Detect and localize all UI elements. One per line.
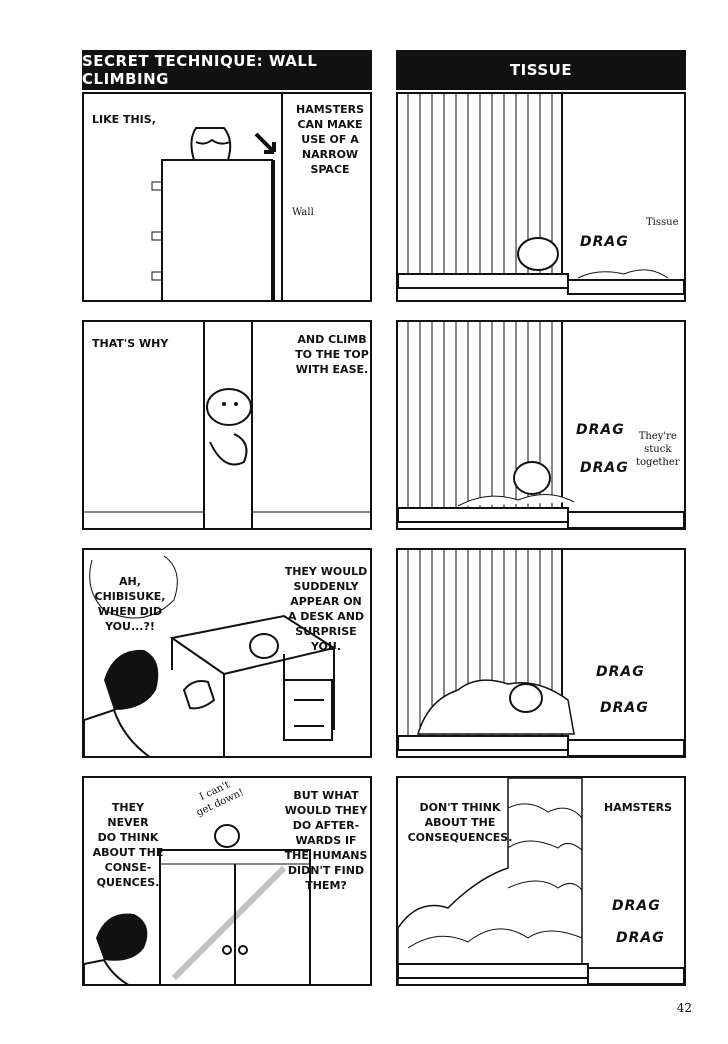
caption-thats-why: THAT'S WHY xyxy=(92,337,169,350)
panel-art xyxy=(398,778,684,984)
caption-climb-top: AND CLIMB TO THE TOP WITH EASE. xyxy=(295,333,369,376)
right-panel-2: DRAG DRAG They're stuck together xyxy=(396,320,686,530)
speech-chibisuke: AH, CHIBISUKE, WHEN DID YOU...?! xyxy=(94,575,166,633)
sfx-drag-1: DRAG xyxy=(596,664,645,680)
panel-art xyxy=(151,94,283,300)
left-panel-1: LIKE THIS, HAMSTERS CAN MAKE USE OF A NA… xyxy=(82,92,372,302)
panel-art xyxy=(84,322,370,528)
sfx-drag-1: DRAG xyxy=(576,422,625,438)
sfx-drag-2: DRAG xyxy=(616,930,665,946)
left-strip-title: SECRET TECHNIQUE: WALL CLIMBING xyxy=(82,50,372,90)
sfx-drag-2: DRAG xyxy=(600,700,649,716)
left-panel-2: THAT'S WHY AND CLIMB TO THE TOP WITH EAS… xyxy=(82,320,372,530)
panel-art xyxy=(84,555,337,756)
caption-hamsters-narrow: HAMSTERS CAN MAKE USE OF A NARROW SPACE xyxy=(296,103,364,176)
panel-art xyxy=(84,824,311,984)
right-panel-3: DRAG DRAG xyxy=(396,548,686,758)
left-panel-4: THEY NEVER DO THINK ABOUT THE CONSE- QUE… xyxy=(82,776,372,986)
caption-never-think: THEY NEVER DO THINK ABOUT THE CONSE- QUE… xyxy=(92,801,164,889)
right-strip-title: TISSUE xyxy=(396,50,686,90)
caption-hamsters: HAMSTERS xyxy=(604,801,672,814)
right-panel-4: DON'T THINK ABOUT THE CONSEQUENCES. HAMS… xyxy=(396,776,686,986)
page-number: 42 xyxy=(676,1001,692,1015)
caption-dont-think: DON'T THINK ABOUT THE CONSEQUENCES. xyxy=(407,801,513,844)
sfx-drag: DRAG xyxy=(580,234,629,250)
right-panel-1: DRAG Tissue xyxy=(396,92,686,302)
caption-suddenly-appear: THEY WOULD SUDDENLY APPEAR ON A DESK AND… xyxy=(284,565,368,653)
sfx-drag-1: DRAG xyxy=(612,898,661,914)
label-stuck-together: They're stuck together xyxy=(636,431,680,468)
label-tissue: Tissue xyxy=(646,217,679,228)
caption-what-afterwards: BUT WHAT WOULD THEY DO AFTER- WARDS IF T… xyxy=(284,789,368,892)
sfx-drag-2: DRAG xyxy=(580,460,629,476)
label-wall: Wall xyxy=(292,207,314,218)
caption-like-this: LIKE THIS, xyxy=(92,113,156,126)
panel-art xyxy=(398,322,684,528)
panel-art xyxy=(398,550,684,756)
left-panel-3: AH, CHIBISUKE, WHEN DID YOU...?! THEY WO… xyxy=(82,548,372,758)
panel-art xyxy=(398,94,684,295)
